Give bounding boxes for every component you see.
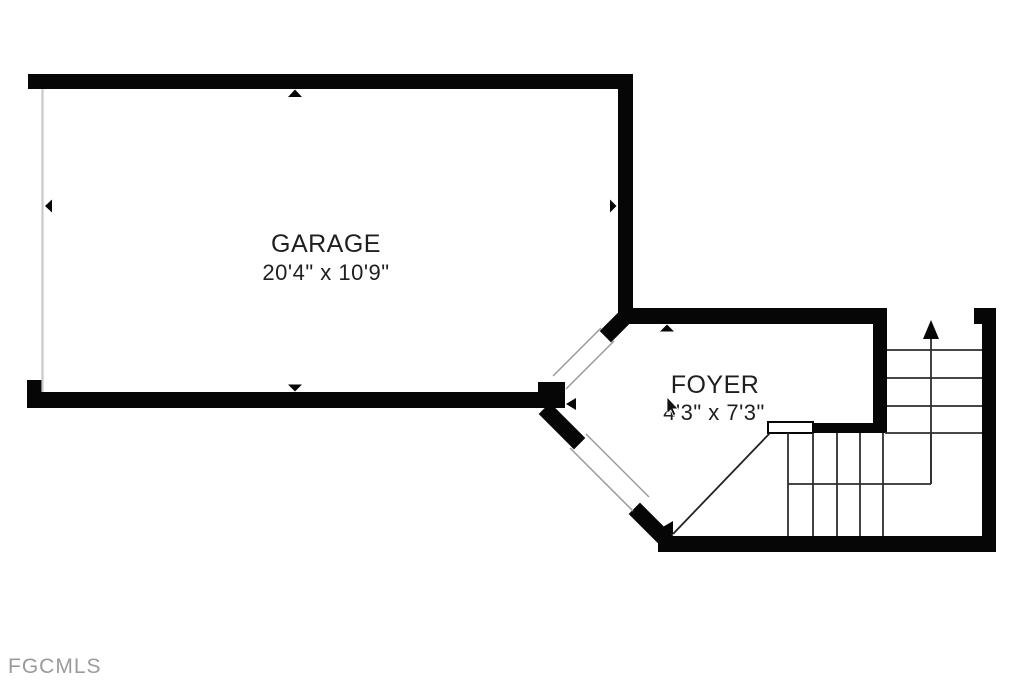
garage-bottom-wall xyxy=(43,392,553,408)
garage-foyer-door-edge xyxy=(565,340,615,390)
wall-marker-left-icon xyxy=(45,199,52,213)
wall-marker-bottom-icon xyxy=(288,384,302,392)
garage-foyer-door-edge xyxy=(552,327,602,377)
garage-right-wall xyxy=(618,74,633,320)
wall-marker-cap-icon xyxy=(566,398,576,410)
stairs xyxy=(672,320,982,536)
garage-label: GARAGE xyxy=(271,230,381,258)
stair-swing-line xyxy=(672,432,771,535)
entry-door-edge xyxy=(585,433,650,498)
wall-marker-right-icon xyxy=(610,199,617,213)
diagonal-wall-mid-cap xyxy=(538,382,565,408)
entry-door-edge xyxy=(569,447,634,512)
diagonal-wall-upper-stub xyxy=(599,308,634,343)
foyer-label: FOYER xyxy=(671,371,760,399)
stair-landing-wall xyxy=(812,423,887,433)
foyer-top-wall xyxy=(618,308,887,324)
garage-bottom-left-cap xyxy=(27,380,43,408)
wall-marker-elbow-icon xyxy=(661,521,673,535)
garage-dimensions: 20'4" x 10'9" xyxy=(262,260,389,285)
right-outer-wall xyxy=(982,308,996,552)
foyer-dimensions: 4'3" x 7'3" xyxy=(663,400,765,425)
up-arrow-icon xyxy=(923,320,939,339)
diagonal-wall-lower-b xyxy=(628,502,676,550)
mouse-cursor-icon xyxy=(666,395,680,417)
diagonal-wall-lower-a xyxy=(538,402,586,450)
wall-marker-foyer-icon xyxy=(660,324,674,332)
bottom-outer-wall xyxy=(658,536,996,552)
stair-landing-door xyxy=(767,421,814,434)
wall-marker-top-icon xyxy=(288,89,302,97)
watermark: FGCMLS xyxy=(8,655,102,678)
garage-top-wall xyxy=(28,74,633,89)
stairwell-left-wall xyxy=(873,308,887,423)
